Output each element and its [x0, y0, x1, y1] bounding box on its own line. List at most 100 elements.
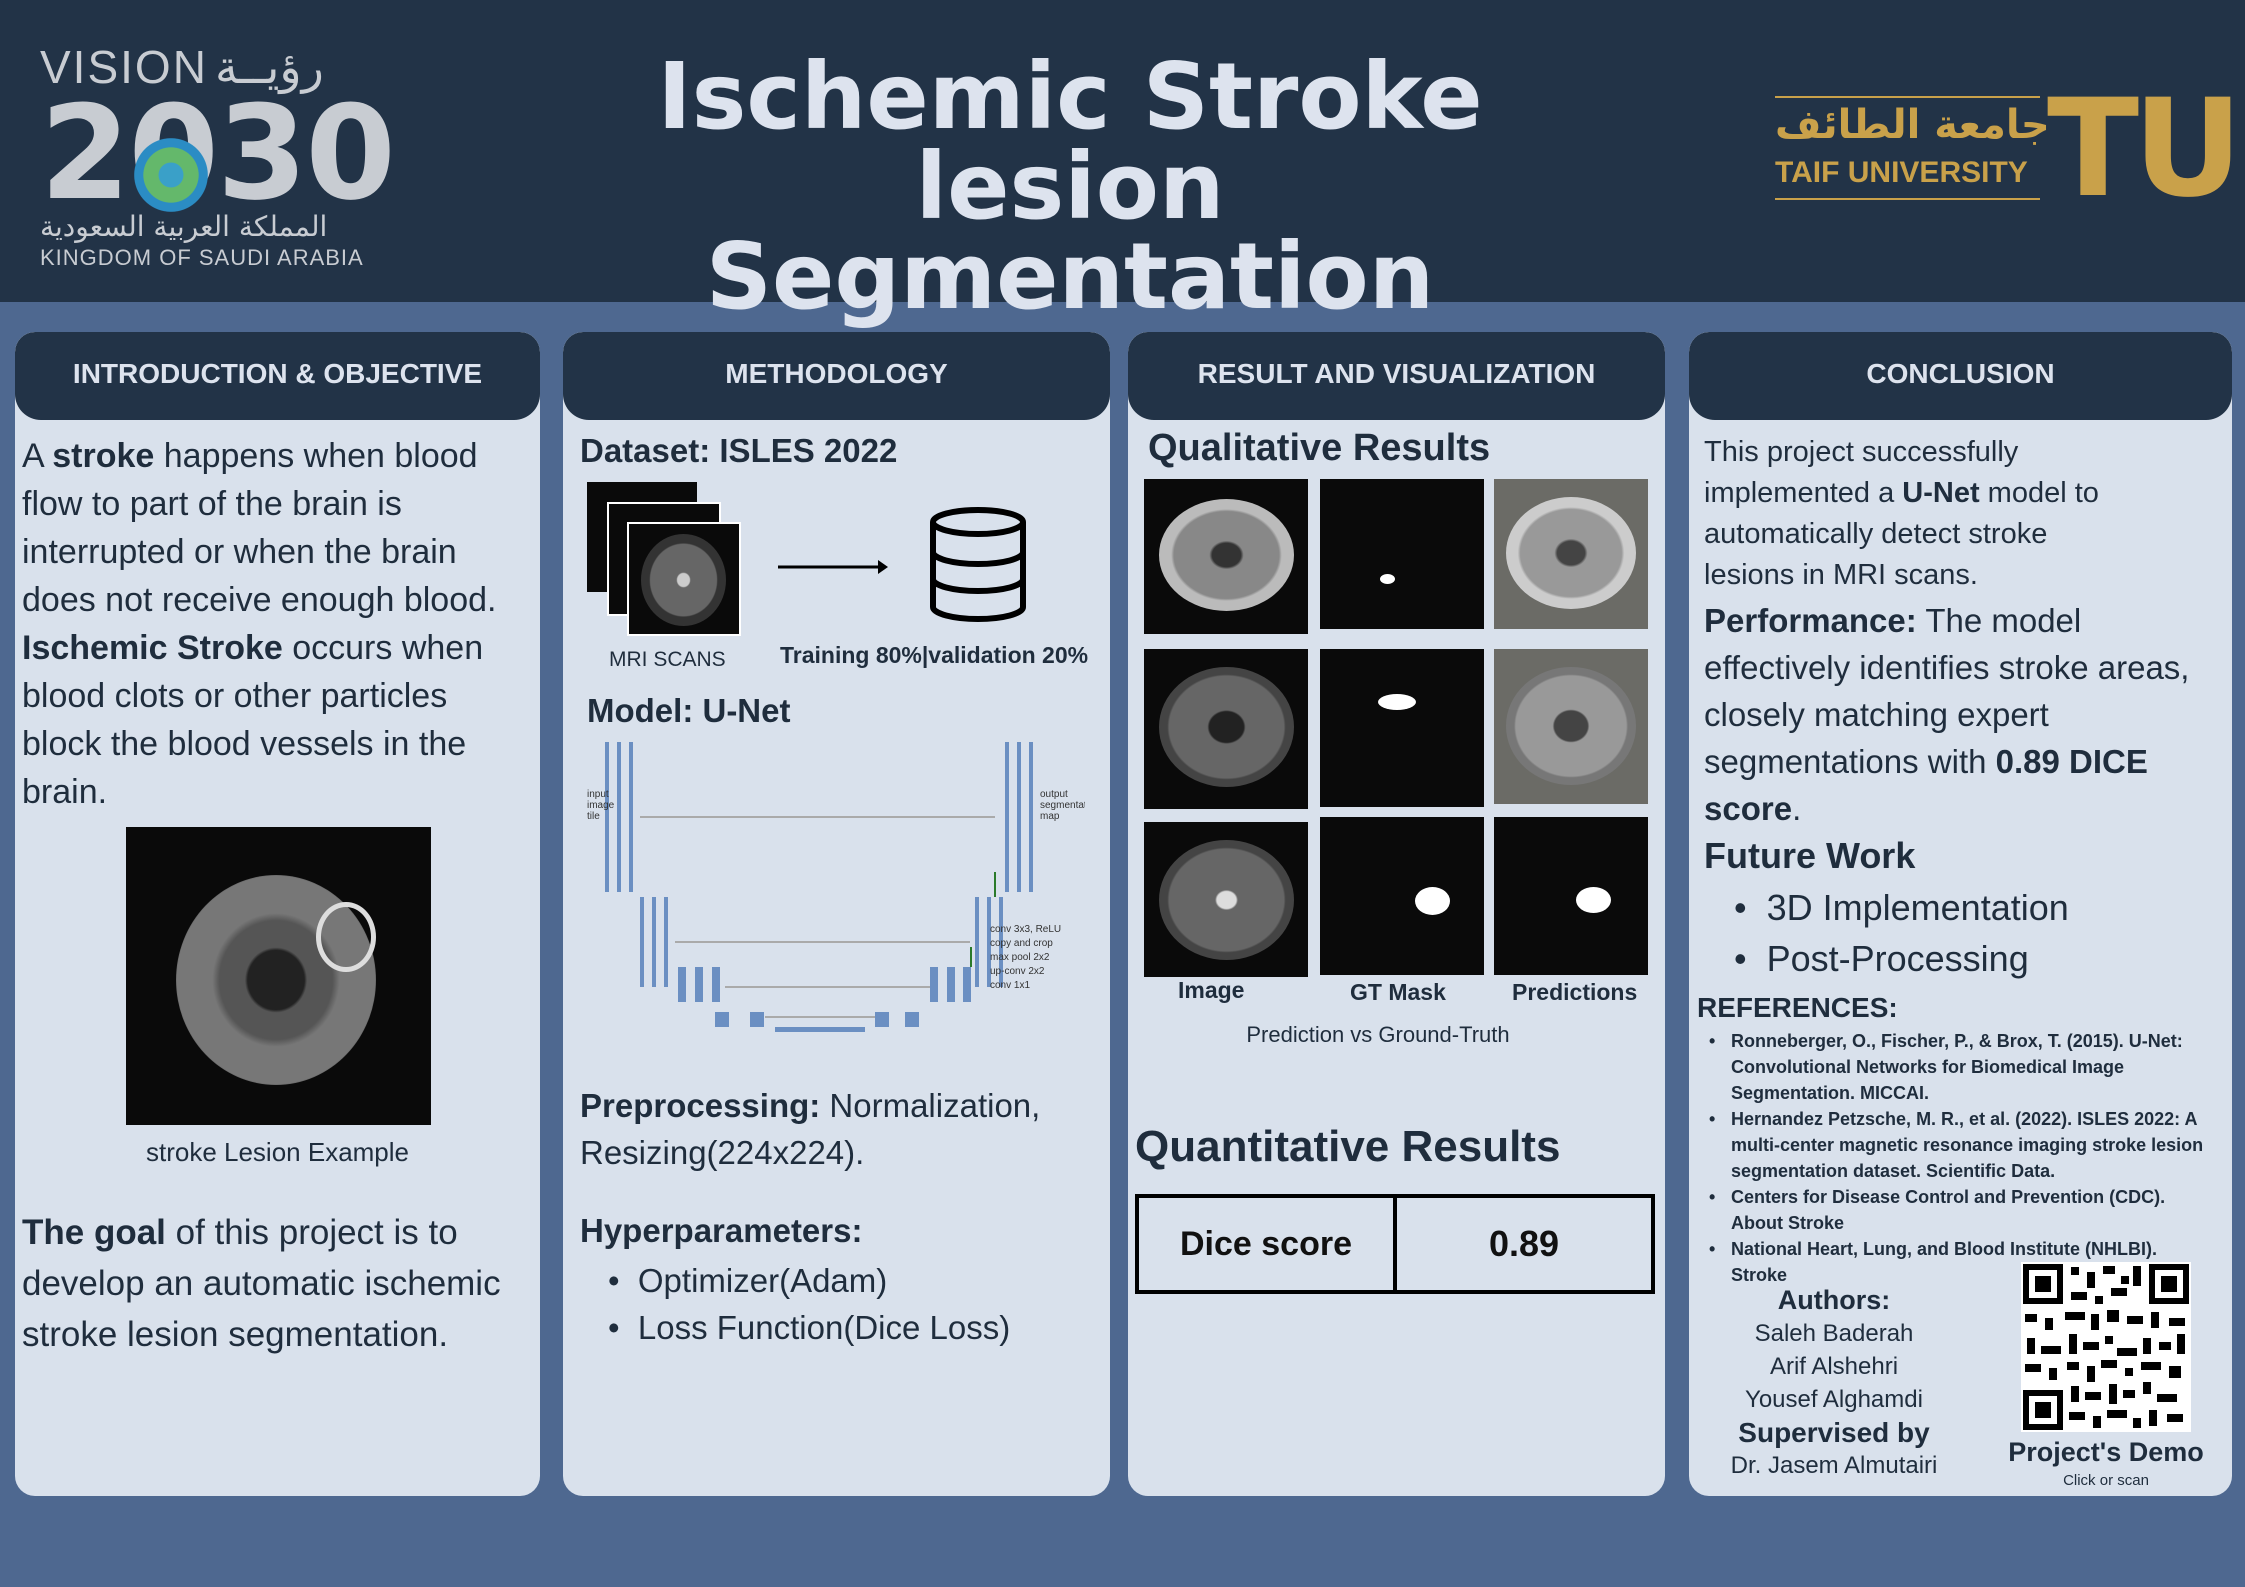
performance-paragraph: Performance: The model effectively ident…	[1704, 597, 2189, 832]
prediction-2	[1494, 649, 1648, 804]
column-label-image: Image	[1178, 977, 1245, 1003]
dice-value-cell: 0.89	[1488, 1223, 1560, 1264]
hyperparameter-item: Optimizer(Adam)	[637, 1262, 888, 1299]
dice-metric-cell: Dice score	[1139, 1198, 1397, 1290]
taif-university-logo: جامعة الطائف TAIF UNIVERSITY TU	[1775, 81, 2243, 216]
dataset-title: Dataset: ISLES 2022	[580, 432, 897, 470]
title-line-2: Segmentation	[705, 223, 1435, 330]
stroke-lesion-image	[126, 827, 431, 1125]
reference-item: •Centers for Disease Control and Prevent…	[1709, 1187, 2166, 1233]
unet-legend-item: conv 1x1	[990, 980, 1030, 991]
prediction-3	[1494, 817, 1648, 975]
performance-label: Performance:	[1704, 602, 1917, 639]
project-demo-qr-code[interactable]	[2021, 1262, 2191, 1432]
text-line: blood clots or other particles	[22, 677, 448, 715]
logo-rule-top	[1775, 96, 2040, 98]
hyperparameters-list: • Optimizer(Adam) • Loss Function(Dice L…	[608, 1257, 1010, 1351]
image-scan-1	[1144, 479, 1308, 634]
vision-year: 2030	[40, 77, 396, 229]
list-item: • 3D Implementation	[1734, 887, 2069, 928]
reference-item: •Hernandez Petzsche, M. R., et al. (2022…	[1709, 1109, 2204, 1181]
mri-slice-front	[627, 522, 741, 636]
poster-header: VISION رؤيــة 2030 المملكة العربية السعو…	[0, 0, 2245, 323]
text-line: closely matching expert	[1704, 696, 2049, 733]
prediction-1	[1494, 479, 1648, 629]
list-item: • Optimizer(Adam)	[608, 1262, 888, 1299]
title-line-1: Ischemic Stroke lesion	[657, 43, 1483, 240]
vision-text: VISION	[40, 41, 208, 93]
score-term: score	[1704, 790, 1793, 827]
vision-emblem-icon	[128, 132, 214, 218]
column-label-gt-mask: GT Mask	[1350, 979, 1446, 1005]
stroke-term: stroke	[52, 437, 155, 475]
university-english-name: TAIF UNIVERSITY	[1775, 156, 2028, 189]
model-title: Model: U-Net	[587, 692, 791, 729]
text-run: A	[22, 437, 53, 475]
authors-title: Authors:	[1777, 1285, 1891, 1315]
grid-caption: Prediction vs Ground-Truth	[1246, 1022, 1510, 1047]
unet-term: U-Net	[1902, 477, 1980, 509]
mri-caption: MRI SCANS	[609, 648, 726, 671]
hyperparameters-title: Hyperparameters:	[580, 1212, 863, 1249]
author-name: Yousef Alghamdi	[1745, 1386, 1923, 1413]
poster-title: Ischemic Stroke lesion Segmentation	[500, 43, 1640, 330]
text-line: flow to part of the brain is	[22, 485, 402, 523]
image-scan-3	[1144, 822, 1308, 977]
references-title: REFERENCES:	[1697, 992, 1898, 1023]
unet-output-label: segmentation	[1040, 800, 1085, 811]
unet-input-label: tile	[587, 811, 600, 822]
intro-heading: INTRODUCTION & OBJECTIVE	[15, 332, 540, 420]
column-label-predictions: Predictions	[1512, 979, 1638, 1005]
unet-legend-item: max pool 2x2	[990, 952, 1050, 963]
text-line: automatically detect stroke	[1704, 518, 2048, 550]
conclusion-heading: CONCLUSION	[1689, 332, 2232, 420]
text-line: interrupted or when the brain	[22, 533, 457, 571]
future-work-item: Post-Processing	[1766, 938, 2029, 979]
university-arabic-name: جامعة الطائف	[1775, 102, 2050, 148]
text-line: This project successfully	[1704, 436, 2019, 468]
vision-arabic-text: رؤيــة	[215, 40, 324, 94]
methodology-panel: METHODOLOGY Dataset: ISLES 2022 MRI SCAN…	[563, 332, 1110, 1496]
unet-output-label: output	[1040, 789, 1068, 800]
database-icon	[930, 507, 1026, 622]
text-line: stroke lesion segmentation.	[22, 1315, 449, 1354]
text-run: implemented a	[1704, 477, 1903, 509]
text-run: happens when blood	[154, 437, 478, 475]
arrow-icon	[778, 560, 888, 574]
qr-code-icon	[2021, 1262, 2191, 1432]
goal-paragraph: The goal of this project is to develop a…	[22, 1207, 540, 1360]
text-run: model to	[1979, 477, 2099, 509]
kingdom-text: KINGDOM OF SAUDI ARABIA	[40, 245, 364, 270]
svg-text:conv 3x3, ReLU copy and: conv 3x3, ReLU copy and crop max pool 2x…	[990, 924, 1064, 991]
methodology-heading: METHODOLOGY	[563, 332, 1110, 420]
intro-panel: INTRODUCTION & OBJECTIVE A stroke happen…	[15, 332, 540, 1496]
dataset-label: Dataset	[580, 432, 700, 469]
text-line: Resizing(224x224).	[580, 1134, 865, 1171]
results-heading: RESULT AND VISUALIZATION	[1128, 332, 1665, 420]
preprocessing-text: Preprocessing: Normalization, Resizing(2…	[580, 1082, 1040, 1176]
list-item: • Post-Processing	[1734, 938, 2029, 979]
future-work-list: • 3D Implementation • Post-Processing	[1734, 882, 2069, 984]
references-list: •Ronneberger, O., Fischer, P., & Brox, T…	[1701, 1028, 2231, 1288]
svg-text:outputsegmentationmap: outputsegmentationmap	[1040, 789, 1085, 822]
brain-scan	[641, 534, 726, 626]
gt-mask-2	[1320, 649, 1484, 807]
reference-item: •Ronneberger, O., Fischer, P., & Brox, T…	[1709, 1031, 2183, 1103]
text-line: does not receive enough blood.	[22, 581, 497, 619]
university-mark: TU	[2047, 70, 2243, 227]
unet-output-label: map	[1040, 811, 1060, 822]
kingdom-arabic-text: المملكة العربية السعودية	[40, 210, 328, 243]
text-run: occurs when	[282, 629, 484, 667]
supervised-title: Supervised by	[1738, 1417, 1930, 1448]
lesion-image-caption: stroke Lesion Example	[145, 1137, 410, 1167]
preprocessing-value: Normalization,	[820, 1087, 1041, 1124]
text-line: lesions in MRI scans.	[1704, 559, 1978, 591]
reference-item: •National Heart, Lung, and Blood Institu…	[1709, 1239, 2157, 1285]
unet-input-label: input	[587, 789, 609, 800]
text-line: develop an automatic ischemic	[22, 1264, 501, 1303]
lesion-highlight	[316, 902, 376, 972]
text-line: block the blood vessels in the	[22, 725, 467, 763]
future-work-item: 3D Implementation	[1766, 887, 2069, 928]
